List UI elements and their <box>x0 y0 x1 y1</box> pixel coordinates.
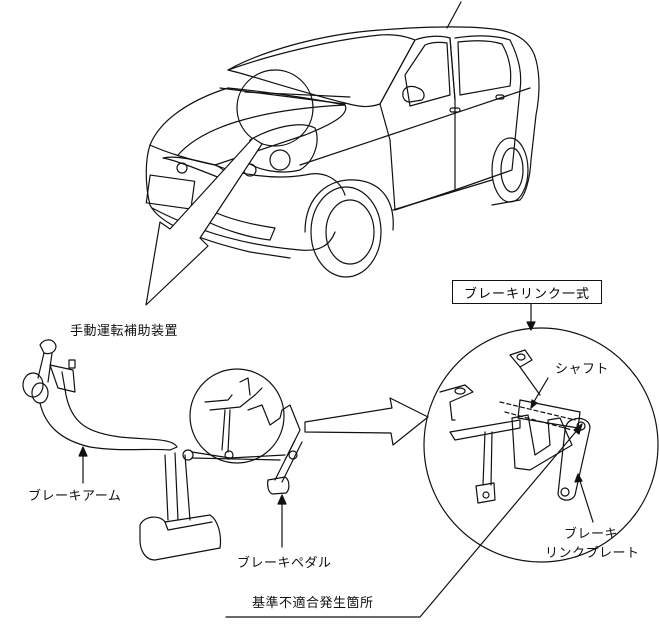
car-focus-circle <box>237 70 313 146</box>
car-hood-crease <box>178 105 345 155</box>
plate-leader <box>579 478 593 522</box>
label-brake-arm: ブレーキアーム <box>28 489 122 504</box>
detail-circle-small <box>190 369 284 463</box>
car-wiper2 <box>245 92 350 97</box>
label-brake-link-set: ブレーキリンク一式 <box>452 280 602 304</box>
label-shaft: シャフト <box>555 362 610 377</box>
label-defect-location: 基準不適合発生箇所 <box>252 596 374 611</box>
bracket-left-hole <box>455 388 465 394</box>
label-assist-device: 手動運転補助装置 <box>70 324 179 339</box>
assist-knob <box>40 340 56 354</box>
car-front-window <box>405 42 450 106</box>
car-rocker <box>393 180 492 210</box>
car-side-mirror <box>403 86 424 102</box>
assist-device <box>23 340 428 560</box>
link-z-small <box>248 405 300 460</box>
car-rear-rim <box>501 148 523 192</box>
car-headlight <box>245 125 317 172</box>
box-connector-arrow <box>527 322 535 330</box>
assist-bolt <box>69 360 75 368</box>
link-bracket-small <box>205 378 262 410</box>
car-front-door <box>380 36 455 210</box>
label-brake-pedal: ブレーキペダル <box>237 556 332 571</box>
car-lower-grille <box>208 210 275 240</box>
assist-lever <box>38 353 52 382</box>
brake-pedal-leader-arrow <box>278 495 286 504</box>
assist-bracket <box>50 365 75 392</box>
car-front-rim <box>326 200 374 264</box>
linkage-rod <box>192 452 285 460</box>
plate-leader-arrow <box>575 474 582 482</box>
bracket-leg <box>483 432 492 485</box>
car-door-handle-front <box>450 108 460 112</box>
shaft-leader <box>532 378 548 405</box>
shaft-leader-arrow <box>531 400 537 408</box>
car-rear-wheel <box>492 138 528 202</box>
car-rear-window <box>458 41 511 95</box>
car-emblem <box>177 163 187 173</box>
car-front-arch <box>305 180 393 232</box>
link-pivot-small-2 <box>289 451 297 459</box>
pedal-column <box>165 453 190 520</box>
link-plate-hole-bottom <box>561 488 569 496</box>
brake-arm <box>40 372 177 450</box>
car-b-pillar <box>450 38 455 100</box>
brake-pedal-arm <box>275 440 302 482</box>
bracket-top-hole <box>517 354 525 360</box>
car-headlight-lens <box>270 150 290 170</box>
car-roof <box>228 27 536 70</box>
brake-link-plate <box>558 418 590 500</box>
car-rear-door <box>455 36 521 190</box>
car-antenna <box>447 2 461 28</box>
car-license-plate <box>146 175 194 209</box>
brake-arm-leader-arrow <box>79 447 87 456</box>
callout-arrow-1 <box>146 138 262 305</box>
car-front-wheel <box>311 187 381 277</box>
link-plate-hole-top <box>577 422 585 430</box>
defect-leader-arrow <box>574 424 582 434</box>
car-front-face <box>146 145 290 258</box>
bracket-top <box>510 350 540 395</box>
bracket-arm-long <box>450 420 520 440</box>
car-illustration <box>146 2 539 305</box>
pedal-base <box>140 515 221 560</box>
link-leg-small <box>222 410 230 452</box>
detail-view <box>226 304 658 617</box>
defect-leader <box>226 428 579 617</box>
brake-pedal-pad <box>268 477 289 494</box>
car-grille <box>163 157 226 180</box>
bracket-foot <box>476 483 495 503</box>
label-leaders <box>79 447 286 547</box>
assist-pivot <box>23 373 43 397</box>
bracket-left <box>440 385 473 420</box>
link-pivot-small <box>225 451 233 459</box>
column-pivot <box>183 450 193 460</box>
label-brake-link-plate-2: リンクプレート <box>545 546 640 561</box>
bracket-foot-hole <box>483 492 489 498</box>
callout-arrow-2 <box>305 398 428 445</box>
car-body-outline <box>492 60 539 205</box>
car-side-line <box>300 88 530 165</box>
label-brake-link-plate-1: ブレーキ <box>564 527 619 542</box>
z-link <box>512 415 572 470</box>
detail-circle-large <box>424 328 658 562</box>
pedal-base-top <box>165 522 212 530</box>
